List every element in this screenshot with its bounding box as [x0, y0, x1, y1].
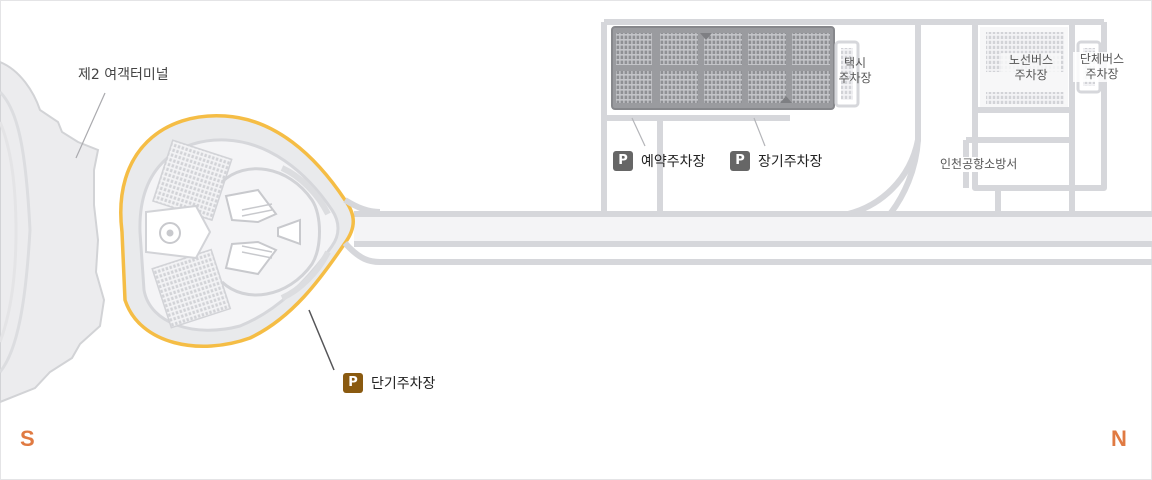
short-term-parking-label[interactable]: P 단기주차장: [343, 373, 435, 393]
long-term-parking-lot: [611, 26, 835, 110]
terminal-building: [0, 60, 106, 404]
parking-icon: P: [730, 151, 750, 171]
compass-south: S: [20, 426, 35, 451]
route-bus-parking-label: 노선버스 주차장: [1001, 53, 1061, 83]
terminal-leader-line: [75, 92, 106, 159]
parking-icon: P: [613, 151, 633, 171]
compass-north: N: [1111, 426, 1127, 451]
long-term-parking-text: 장기주차장: [758, 154, 823, 170]
long-term-parking-label[interactable]: P 장기주차장: [730, 151, 822, 171]
reserved-parking-label[interactable]: P 예약주차장: [613, 151, 705, 171]
short-term-leader-line: [308, 309, 335, 371]
short-term-parking-text: 단기주차장: [371, 376, 436, 392]
reserved-parking-text: 예약주차장: [641, 154, 706, 170]
main-road: [354, 211, 1152, 247]
fire-station-label: 인천공항소방서: [940, 157, 1018, 172]
charter-bus-parking-label: 단체버스 주차장: [1073, 52, 1131, 82]
terminal-label: 제2 여객터미널: [78, 67, 169, 83]
short-term-parking-area: [119, 114, 1152, 348]
taxi-parking-lot: [834, 40, 860, 108]
parking-icon: P: [343, 373, 363, 393]
taxi-parking-label: 택시 주차장: [838, 56, 872, 85]
